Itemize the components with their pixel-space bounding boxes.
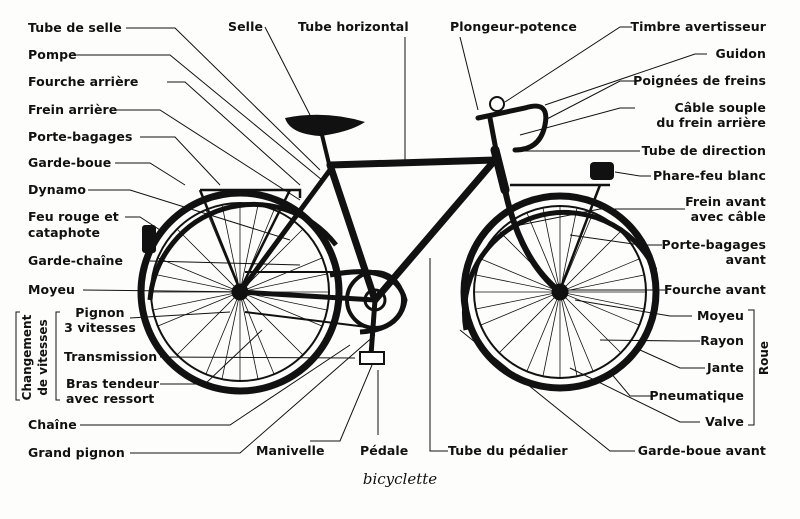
label-changement-line2: de vitesses — [36, 319, 50, 396]
saddle — [285, 114, 365, 136]
label-tube-horizontal: Tube horizontal — [298, 19, 409, 34]
label-cable-line1: Câble souple — [674, 100, 766, 115]
label-frein-avant-line2: avec câble — [690, 209, 766, 224]
label-pedale: Pédale — [360, 443, 409, 458]
label-garde-chaine: Garde-chaîne — [28, 253, 124, 268]
label-moyeu-avant: Moyeu — [696, 308, 744, 323]
racks — [198, 183, 610, 291]
label-bras-tendeur-line2: avec ressort — [66, 391, 155, 406]
label-pignon-line1: Pignon — [75, 305, 125, 320]
label-dynamo: Dynamo — [28, 182, 87, 197]
label-valve: Valve — [705, 414, 744, 429]
label-timbre-avertisseur: Timbre avertisseur — [630, 19, 766, 34]
label-tube-du-pedalier: Tube du pédalier — [448, 443, 568, 458]
front-lamp — [590, 162, 614, 180]
drivetrain — [244, 269, 408, 365]
label-fourche-arriere: Fourche arrière — [28, 74, 139, 89]
front-mudguard — [461, 209, 658, 331]
label-pb-avant-line1: Porte-bagages — [661, 237, 766, 252]
label-jante: Jante — [707, 360, 744, 375]
label-chaine: Chaîne — [28, 417, 77, 432]
label-changement-line1: Changement — [20, 314, 34, 401]
rear-light — [142, 225, 156, 253]
label-pneumatique: Pneumatique — [649, 388, 744, 403]
label-rayon: Rayon — [700, 333, 744, 348]
rear-mudguard — [147, 202, 338, 301]
handlebar — [475, 96, 549, 153]
label-cable-line2: du frein arrière — [656, 115, 766, 130]
label-garde-boue-avant: Garde-boue avant — [637, 443, 766, 458]
label-frein-arriere: Frein arrière — [28, 102, 118, 117]
label-manivelle: Manivelle — [256, 443, 325, 458]
label-grand-pignon: Grand pignon — [28, 445, 125, 460]
label-porte-bagages: Porte-bagages — [28, 129, 133, 144]
caption: bicyclette — [362, 470, 438, 488]
label-fourche-avant: Fourche avant — [663, 282, 766, 297]
label-pompe: Pompe — [28, 47, 77, 62]
label-feu-rouge-line2: cataphote — [28, 225, 101, 240]
label-frein-avant-line1: Frein avant — [685, 194, 766, 209]
label-plongeur-potence: Plongeur-potence — [450, 19, 577, 34]
label-selle: Selle — [228, 19, 264, 34]
label-pignon-line2: 3 vitesses — [64, 320, 136, 335]
label-feu-rouge-line1: Feu rouge et — [28, 209, 119, 224]
label-roue: Roue — [757, 340, 771, 376]
label-tube-de-selle: Tube de selle — [28, 20, 122, 35]
label-moyeu-arriere: Moyeu — [28, 282, 76, 297]
label-guidon: Guidon — [715, 46, 766, 61]
label-poignees-de-freins: Poignées de freins — [633, 73, 766, 88]
label-phare-feu-blanc: Phare-feu blanc — [653, 168, 766, 183]
label-bras-tendeur-line1: Bras tendeur — [66, 376, 159, 391]
label-pb-avant-line2: avant — [725, 252, 766, 267]
label-garde-boue: Garde-boue — [28, 155, 112, 170]
label-tube-de-direction: Tube de direction — [641, 143, 766, 158]
label-transmission: Transmission — [64, 349, 158, 364]
